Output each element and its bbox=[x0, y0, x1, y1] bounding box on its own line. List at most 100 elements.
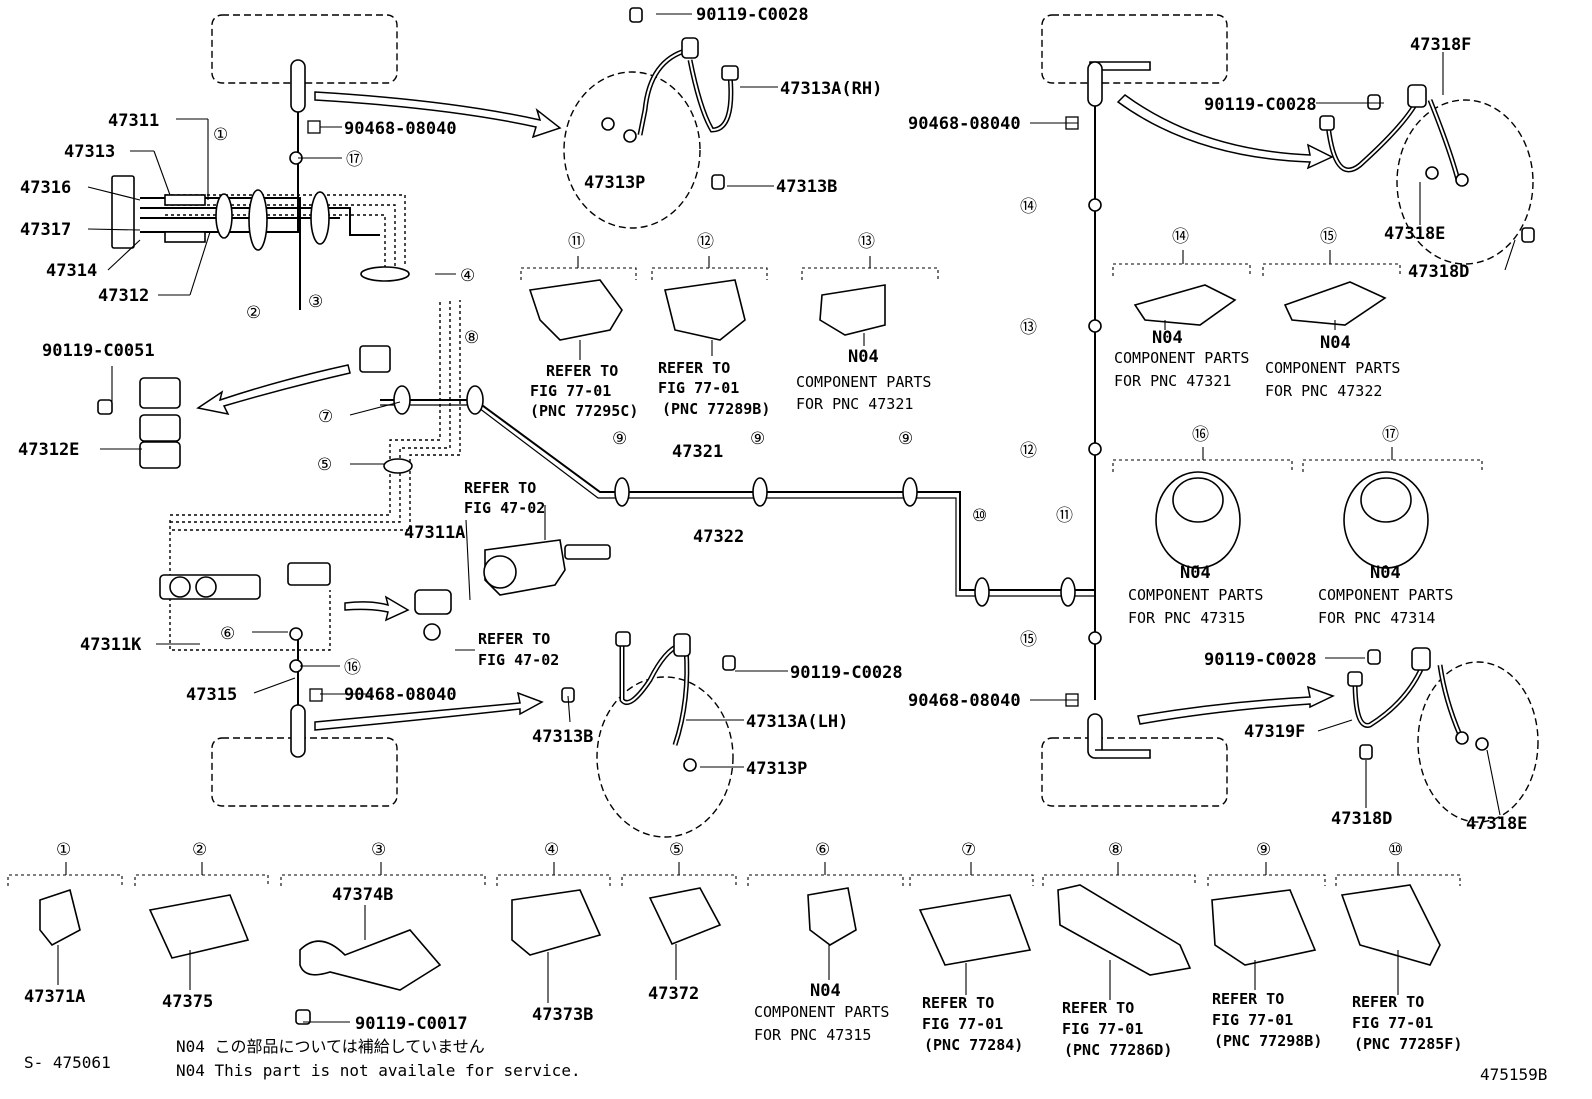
fig-77-01-8: FIG 77-01 bbox=[1062, 1020, 1143, 1038]
refer-to-10: REFER TO bbox=[1352, 993, 1424, 1011]
marker-6: ⑥ bbox=[220, 624, 235, 644]
component-parts-17: COMPONENT PARTS bbox=[1318, 586, 1453, 604]
n04-15: N04 bbox=[1320, 333, 1351, 353]
label-47316: 47316 bbox=[20, 178, 71, 198]
for-pnc-47322-15: FOR PNC 47322 bbox=[1265, 382, 1382, 400]
label-47322: 47322 bbox=[693, 527, 744, 547]
clip-illustrations bbox=[39, 279, 1441, 1025]
marker-2-bottom: ② bbox=[192, 840, 207, 860]
label-47371a: 47371A bbox=[24, 987, 85, 1007]
label-47314: 47314 bbox=[46, 261, 97, 281]
fig-77-01-9: FIG 77-01 bbox=[1212, 1011, 1293, 1029]
marker-7-bottom: ⑦ bbox=[961, 840, 976, 860]
note-japanese: N04 この部品については補給していません bbox=[176, 1037, 485, 1056]
refer-to-7: REFER TO bbox=[922, 994, 994, 1012]
brake-lines bbox=[140, 90, 1096, 712]
label-47311k: 47311K bbox=[80, 635, 142, 655]
marker-1-bottom: ① bbox=[56, 840, 71, 860]
footer: N04 この部品については補給していません N04 This part is n… bbox=[24, 1037, 1547, 1084]
n04-14: N04 bbox=[1152, 328, 1183, 348]
refer-to-mc: REFER TO bbox=[464, 479, 536, 497]
component-parts-15: COMPONENT PARTS bbox=[1265, 359, 1400, 377]
label-47315: 47315 bbox=[186, 685, 237, 705]
marker-4: ④ bbox=[460, 266, 475, 286]
for-pnc-47321-13: FOR PNC 47321 bbox=[796, 395, 913, 413]
marker-14-group: ⑭ bbox=[1172, 227, 1189, 247]
label-47312e: 47312E bbox=[18, 440, 79, 460]
pnc-77298b: (PNC 77298B) bbox=[1214, 1032, 1322, 1050]
line-clamps bbox=[215, 151, 1102, 673]
marker-15-group: ⑮ bbox=[1320, 227, 1337, 247]
label-47318f: 47318F bbox=[1410, 35, 1471, 55]
marker-8-bottom: ⑧ bbox=[1108, 840, 1123, 860]
wheel-tube-stubs bbox=[290, 59, 1151, 759]
label-47317: 47317 bbox=[20, 220, 71, 240]
note-english: N04 This part is not availale for servic… bbox=[176, 1061, 581, 1080]
marker-16-group: ⑯ bbox=[1192, 425, 1209, 445]
n04-13: N04 bbox=[848, 347, 879, 367]
fig-47-02-reservoir: FIG 47-02 bbox=[478, 651, 559, 669]
label-47319f: 47319F bbox=[1244, 722, 1305, 742]
pnc-77289b: (PNC 77289B) bbox=[662, 400, 770, 418]
label-47372: 47372 bbox=[648, 984, 699, 1004]
marker-16-line: ⑯ bbox=[344, 658, 361, 678]
marker-17-group: ⑰ bbox=[1382, 425, 1399, 445]
marker-1: ① bbox=[213, 125, 228, 145]
fig-47-02-mc: FIG 47-02 bbox=[464, 499, 545, 517]
clip-leaders bbox=[57, 320, 1399, 1023]
label-47318e-top: 47318E bbox=[1384, 224, 1445, 244]
pnc-77285f: (PNC 77285F) bbox=[1354, 1035, 1462, 1053]
refer-to-12: REFER TO bbox=[658, 359, 730, 377]
marker-12-group: ⑫ bbox=[697, 232, 714, 252]
marker-6-bottom: ⑥ bbox=[815, 840, 830, 860]
n04-17: N04 bbox=[1370, 563, 1401, 583]
label-47313a-rh: 47313A(RH) bbox=[780, 79, 882, 99]
marker-3: ③ bbox=[308, 292, 323, 312]
marker-9a: ⑨ bbox=[612, 429, 627, 449]
marker-17-line: ⑰ bbox=[346, 150, 363, 170]
label-47311: 47311 bbox=[108, 111, 159, 131]
sheet-id: S- 475061 bbox=[24, 1053, 111, 1072]
marker-4-bottom: ④ bbox=[544, 840, 559, 860]
label-90119-c0028-top: 90119-C0028 bbox=[696, 5, 809, 25]
label-47321: 47321 bbox=[672, 442, 723, 462]
label-47375: 47375 bbox=[162, 992, 213, 1012]
marker-9-bottom: ⑨ bbox=[1256, 840, 1271, 860]
label-47311a: 47311A bbox=[404, 523, 465, 543]
label-47318e-bottom: 47318E bbox=[1466, 814, 1527, 834]
label-47313p-rh: 47313P bbox=[584, 173, 645, 193]
label-47313: 47313 bbox=[64, 142, 115, 162]
label-47318d-top: 47318D bbox=[1408, 262, 1469, 282]
refer-to-reservoir: REFER TO bbox=[478, 630, 550, 648]
diagram-id: 475159B bbox=[1480, 1065, 1547, 1084]
n04-6: N04 bbox=[810, 981, 841, 1001]
marker-5: ⑤ bbox=[317, 455, 332, 475]
bracket-stems bbox=[65, 250, 1399, 875]
for-pnc-47321-14: FOR PNC 47321 bbox=[1114, 372, 1231, 390]
component-parts-16: COMPONENT PARTS bbox=[1128, 586, 1263, 604]
for-pnc-47314-17: FOR PNC 47314 bbox=[1318, 609, 1435, 627]
marker-9c: ⑨ bbox=[898, 429, 913, 449]
marker-3-bottom: ③ bbox=[371, 840, 386, 860]
circled-markers: ① ② ③ ④ ⑤ ⑥ ⑦ ⑧ ⑨ ⑨ ⑨ ⑩ ⑪ ⑪ ⑫ ⑬ ⑭ ⑬ ⑫ ⑮ … bbox=[56, 125, 1403, 860]
fig-77-01-7: FIG 77-01 bbox=[922, 1015, 1003, 1033]
fig-77-01-11: FIG 77-01 bbox=[530, 382, 611, 400]
label-47318d-bottom: 47318D bbox=[1331, 809, 1392, 829]
label-90119-c0017: 90119-C0017 bbox=[355, 1014, 468, 1034]
marker-2: ② bbox=[246, 303, 261, 323]
marker-9b: ⑨ bbox=[750, 429, 765, 449]
component-notes: N04 COMPONENT PARTS FOR PNC 47321 N04 CO… bbox=[754, 328, 1453, 1044]
marker-12-line: ⑫ bbox=[1020, 441, 1037, 461]
refer-notes: REFER TO FIG 77-01 (PNC 77295C) REFER TO… bbox=[464, 359, 1462, 1059]
part-labels: 90119-C0028 47313A(RH) 90468-08040 47311… bbox=[18, 5, 1527, 1034]
label-90119-c0028-lh: 90119-C0028 bbox=[790, 663, 903, 683]
label-47313p-lh: 47313P bbox=[746, 759, 807, 779]
component-parts-13: COMPONENT PARTS bbox=[796, 373, 931, 391]
leader-lines bbox=[87, 13, 1516, 816]
label-90468-08040-top-right: 90468-08040 bbox=[908, 114, 1021, 134]
pnc-77295c: (PNC 77295C) bbox=[530, 402, 638, 420]
fig-77-01-10: FIG 77-01 bbox=[1352, 1014, 1433, 1032]
label-47312: 47312 bbox=[98, 286, 149, 306]
marker-8: ⑧ bbox=[464, 328, 479, 348]
